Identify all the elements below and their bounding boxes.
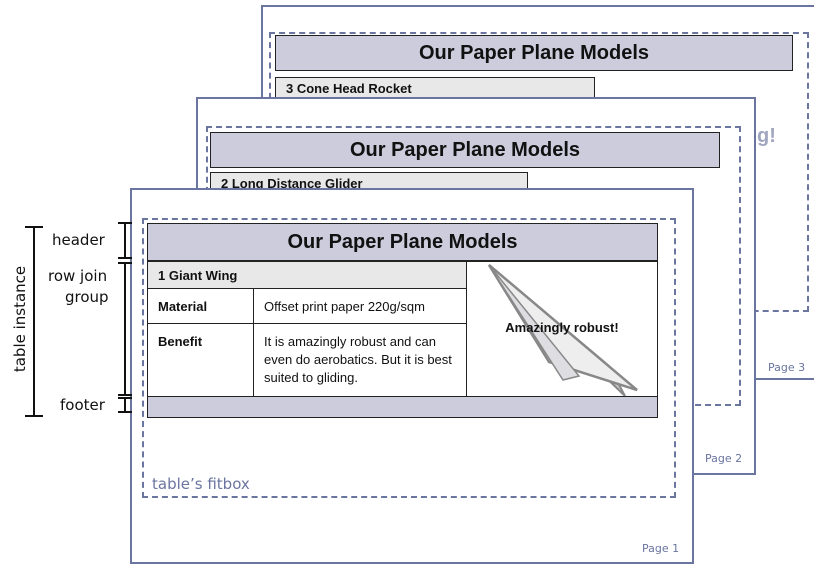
table-instance-bracket: [33, 226, 35, 417]
benefit-key-cell: Benefit: [147, 323, 254, 397]
page-3-table-title: Our Paper Plane Models: [418, 42, 650, 64]
material-value-cell: Offset print paper 220g/sqm: [253, 288, 467, 324]
header-bracket: [124, 222, 126, 258]
paper-plane-icon: [487, 264, 638, 396]
table-fitbox: [142, 218, 676, 498]
row-join-group-label-1: row join: [48, 267, 108, 285]
row-join-group-bracket: [124, 262, 126, 396]
row-join-group-label-2: group: [65, 288, 109, 306]
page-1-label: Page 1: [642, 542, 680, 555]
footer-label: footer: [60, 396, 105, 414]
footer-bracket: [124, 397, 126, 413]
header-label: header: [52, 231, 105, 249]
image-caption: Amazingly robust!: [505, 320, 619, 335]
page-2-label: Page 2: [705, 452, 743, 465]
table-instance-label: table instance: [11, 265, 29, 373]
page-1: table’s fitbox Our Paper Plane Models 1 …: [130, 188, 694, 564]
page-3-partial-caption: g!: [757, 125, 776, 147]
table-title: Our Paper Plane Models: [287, 231, 518, 253]
table-footer: [147, 396, 658, 418]
row-title: 1 Giant Wing: [147, 261, 467, 289]
page-2-table-header: Our Paper Plane Models: [210, 132, 720, 168]
image-cell: Amazingly robust!: [466, 261, 658, 397]
table-header: Our Paper Plane Models: [147, 223, 658, 261]
page-2-table-title: Our Paper Plane Models: [349, 139, 581, 161]
material-key-cell: Material: [147, 288, 254, 324]
fitbox-label: table’s fitbox: [152, 475, 250, 493]
page-3-table-header: Our Paper Plane Models: [275, 35, 793, 71]
benefit-value-cell: It is amazingly robust and can even do a…: [253, 323, 467, 397]
page-3-label: Page 3: [768, 361, 806, 374]
